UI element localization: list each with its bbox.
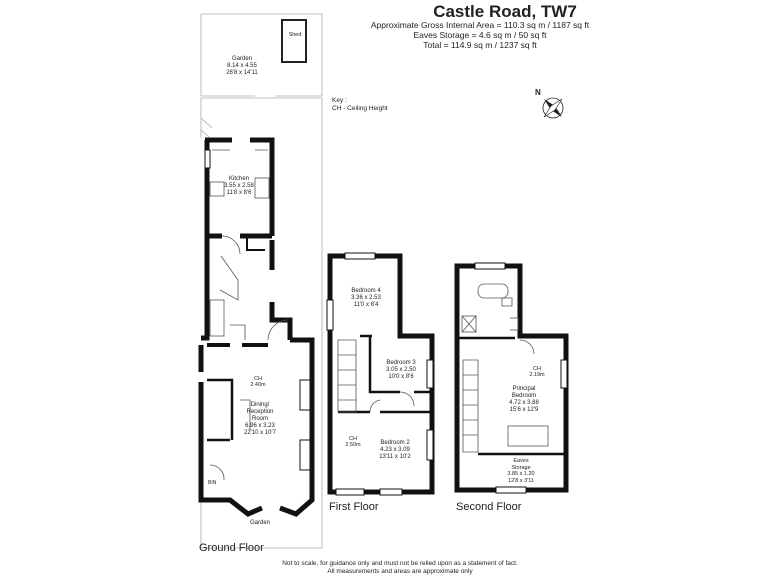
room-dining-reception: Dining/ Reception Room 6.96 x 3.23 22'10… <box>244 402 276 436</box>
room-principal-bedroom: Principal Bedroom 4.72 x 3.88 15'6 x 12'… <box>509 386 539 413</box>
dining-ceiling-height: CH 2.40m <box>250 376 266 388</box>
garden-side-outline <box>200 98 323 549</box>
room-kitchen: Kitchen 3.55 x 2.58 11'8 x 8'6 <box>224 176 254 196</box>
first-floor-outline <box>327 253 435 495</box>
room-eaves-storage: Eaves Storage 3.85 x 1.20 12'8 x 3'11 <box>507 458 535 484</box>
room-garden-bottom: Garden <box>249 520 270 526</box>
second-floor-label: Second Floor <box>456 501 522 513</box>
shed-outline <box>281 19 307 63</box>
bedroom2-ceiling-height: CH 2.50m <box>345 436 361 448</box>
room-shed: Shed <box>288 32 302 38</box>
second-floor-outline <box>454 263 569 493</box>
gf-kitchen-top <box>205 137 275 236</box>
key-title: Key : <box>332 97 347 104</box>
first-floor-label: First Floor <box>329 501 379 513</box>
garden-top-outline <box>200 13 323 96</box>
room-garden-top: Garden 8.14 x 4.55 26'8 x 14'11 <box>226 56 258 76</box>
compass-icon <box>542 97 564 119</box>
disclaimer-line-1: Not to scale, for guidance only and must… <box>282 560 518 567</box>
compass-label: N <box>535 88 541 97</box>
gf-left-wall-upper <box>201 140 210 341</box>
bin-label: BIN <box>208 480 217 486</box>
room-bedroom-4: Bedroom 4 3.36 x 2.53 11'0 x 8'4 <box>351 288 381 308</box>
room-bedroom-2: Bedroom 2 4.23 x 3.09 13'11 x 10'2 <box>379 440 411 460</box>
principal-ceiling-height: CH 2.19m <box>529 366 545 378</box>
page-title: Castle Road, TW7 <box>433 2 577 21</box>
gf-right-wall <box>269 240 293 340</box>
disclaimer-line-2: All measurements and areas are approxima… <box>327 568 473 575</box>
ground-floor-label: Ground Floor <box>199 542 264 554</box>
room-bedroom-3: Bedroom 3 3.05 x 2.50 10'0 x 8'6 <box>386 360 416 380</box>
gross-area-text: Approximate Gross Internal Area = 110.3 … <box>370 20 590 30</box>
eaves-storage-text: Eaves Storage = 4.6 sq m / 50 sq ft <box>413 30 547 40</box>
total-area-text: Total = 114.9 sq m / 1237 sq ft <box>423 40 537 50</box>
key-ceiling-height: CH - Ceiling Height <box>332 105 388 112</box>
gf-lower-wall <box>198 337 315 517</box>
